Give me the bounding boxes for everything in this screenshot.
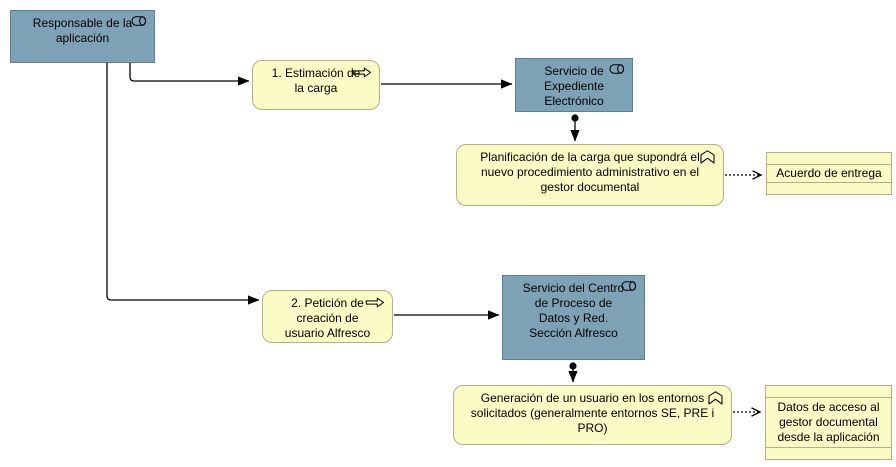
node-label: Acuerdo de entrega — [776, 166, 882, 180]
node-business-role-responsable[interactable]: Responsable de la aplicación — [10, 10, 155, 63]
node-label: 2. Petición de creación de usuario Alfre… — [284, 296, 371, 340]
node-label: 1. Estimación de la carga — [271, 66, 361, 95]
node-label: Generación de un usuario en los entornos… — [470, 391, 715, 435]
node-business-role-servicio-expediente[interactable]: Servicio de Expediente Electrónico — [515, 58, 633, 112]
business-role-icon — [609, 63, 626, 75]
contract-top-band — [767, 153, 891, 165]
contract-top-band — [766, 386, 891, 398]
node-business-function-planificacion[interactable]: Planificación de la carga que supondrá e… — [456, 144, 724, 206]
node-business-role-servicio-cpd[interactable]: Servicio del Centro de Proceso de Datos … — [502, 275, 645, 360]
business-role-icon — [621, 280, 638, 292]
contract-bottom-band — [767, 182, 891, 194]
relation-triggering-responsable-peticion[interactable] — [106, 63, 260, 305]
node-contract-acuerdo[interactable]: Acuerdo de entrega — [766, 152, 892, 195]
business-function-icon — [700, 150, 715, 164]
node-label: Datos de acceso al gestor documental des… — [777, 400, 880, 444]
relation-assignment-servicio-expediente-planificacion[interactable] — [570, 114, 580, 142]
node-label: Responsable de la aplicación — [32, 16, 133, 45]
contract-bottom-band — [766, 447, 891, 459]
business-process-icon — [365, 297, 385, 308]
node-business-function-generacion[interactable]: Generación de un usuario en los entornos… — [453, 385, 732, 445]
node-label: Servicio del Centro de Proceso de Datos … — [522, 281, 625, 340]
relation-triggering-responsable-estimacion[interactable] — [129, 63, 250, 86]
node-business-process-estimacion[interactable]: 1. Estimación de la carga — [252, 60, 380, 110]
node-contract-datos-acceso[interactable]: Datos de acceso al gestor documental des… — [765, 385, 892, 460]
node-business-process-peticion[interactable]: 2. Petición de creación de usuario Alfre… — [262, 290, 393, 343]
business-role-icon — [131, 15, 148, 27]
relation-assignment-servicio-cpd-generacion[interactable] — [568, 362, 578, 383]
node-label: Planificación de la carga que supondrá e… — [480, 150, 700, 194]
business-process-icon — [352, 67, 372, 78]
business-function-icon — [708, 391, 723, 405]
node-label: Servicio de Expediente Electrónico — [543, 64, 605, 108]
